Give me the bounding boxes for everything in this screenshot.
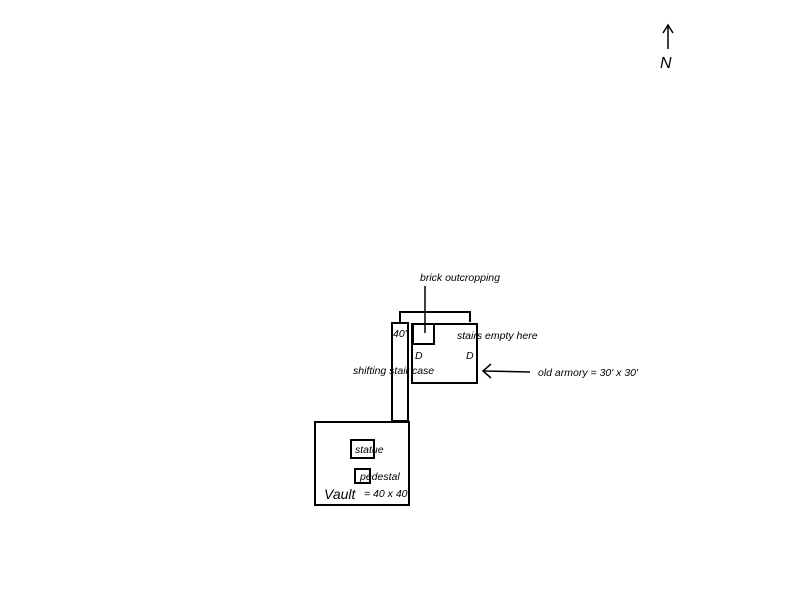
forty-label: 40' bbox=[393, 328, 408, 340]
stairs-bracket bbox=[399, 311, 471, 322]
old-armory-room bbox=[411, 323, 478, 384]
door-left-label: D bbox=[415, 350, 423, 362]
north-label: N bbox=[660, 55, 672, 72]
vault-label: Vault bbox=[324, 486, 357, 502]
shifting-staircase-label: shifting stair case bbox=[353, 365, 434, 377]
old-armory-label: old armory = 30' x 30' bbox=[538, 367, 639, 379]
door-right-label: D bbox=[466, 350, 474, 362]
pedestal-label: pedestal bbox=[359, 471, 400, 483]
statue-label: statue bbox=[355, 444, 384, 456]
brick-outcropping-label: brick outcropping bbox=[420, 272, 500, 284]
armory-arrow-icon bbox=[481, 363, 531, 379]
vault-size-label: = 40 x 40 bbox=[364, 488, 408, 500]
north-arrow-icon bbox=[662, 23, 674, 49]
vault-room bbox=[314, 421, 410, 506]
brick-outcropping bbox=[412, 323, 435, 345]
stairs-empty-label: stairs empty here bbox=[457, 330, 538, 342]
pedestal bbox=[354, 468, 371, 484]
statue bbox=[350, 439, 375, 459]
